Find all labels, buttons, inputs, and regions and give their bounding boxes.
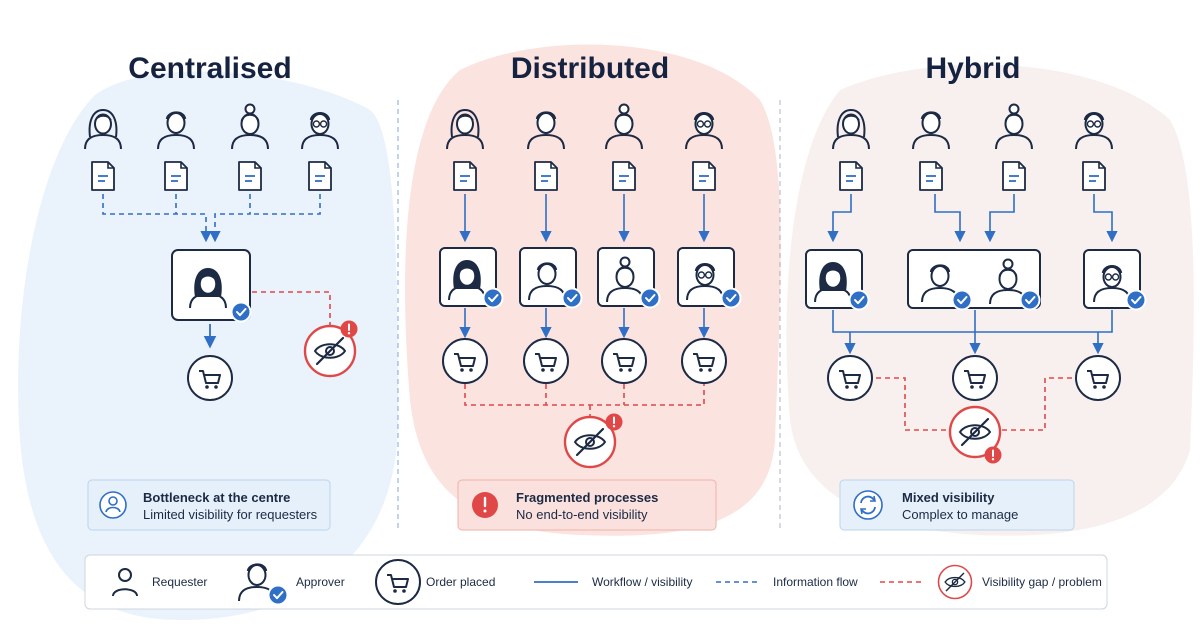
legend-label-workflow: Workflow / visibility — [592, 575, 693, 589]
order-placed-icon — [952, 355, 998, 401]
user-circle-icon — [99, 491, 127, 519]
visibility-gap-line — [252, 291, 331, 326]
request-document-icon — [308, 161, 332, 191]
request-document-icon — [238, 161, 262, 191]
information-flow-lines — [102, 194, 321, 243]
legend-label-requester: Requester — [152, 575, 208, 589]
alert-icon — [472, 492, 498, 518]
approved-check-icon — [230, 301, 252, 323]
approved-check-icon — [848, 289, 870, 311]
approved-check-icon — [482, 287, 504, 309]
order-placed-icon — [827, 355, 873, 401]
request-document-icon — [692, 161, 716, 191]
legend-approved-check-icon — [267, 584, 289, 606]
background-blob-distributed — [405, 44, 781, 536]
warning-icon — [604, 412, 624, 432]
request-document-icon — [164, 161, 188, 191]
section-title-distributed: Distributed — [510, 52, 670, 85]
approved-check-icon — [951, 289, 973, 311]
legend-box — [84, 554, 1108, 610]
order-placed-icon — [442, 338, 488, 384]
info-sub-hybrid: Complex to manage — [902, 507, 1019, 522]
section-title-hybrid: Hybrid — [925, 52, 1021, 85]
approved-check-icon — [561, 287, 583, 309]
info-sub-distributed: No end-to-end visibility — [516, 507, 648, 522]
request-document-icon — [919, 161, 943, 191]
order-placed-icon — [187, 355, 233, 401]
section-title-centralised: Centralised — [128, 52, 292, 85]
legend-visibility-gap-icon — [937, 564, 973, 600]
workflow-lines — [459, 194, 710, 339]
legend-label-approver: Approver — [296, 575, 345, 589]
info-box-centralised — [87, 479, 331, 531]
refresh-cycle-icon — [853, 490, 883, 520]
order-placed-icon — [1075, 355, 1121, 401]
approved-check-icon — [1125, 289, 1147, 311]
info-title-centralised: Bottleneck at the centre — [143, 490, 291, 505]
legend-requester-icon — [112, 568, 138, 597]
warning-icon — [339, 319, 359, 339]
approved-check-icon — [639, 287, 661, 309]
legend-label-visibility-gap: Visibility gap / problem — [982, 575, 1102, 589]
order-placed-icon — [601, 338, 647, 384]
request-document-icon — [1082, 161, 1106, 191]
request-document-icon — [453, 161, 477, 191]
request-document-icon — [534, 161, 558, 191]
info-sub-centralised: Limited visibility for requesters — [143, 507, 318, 522]
request-document-icon — [1002, 161, 1026, 191]
visibility-gap-line — [464, 384, 705, 418]
order-placed-icon — [681, 338, 727, 384]
info-box-hybrid — [839, 479, 1075, 531]
warning-icon — [983, 445, 1003, 465]
info-title-distributed: Fragmented processes — [516, 490, 659, 505]
info-title-hybrid: Mixed visibility — [902, 490, 995, 505]
visibility-gap-line — [876, 377, 1072, 431]
legend-label-order-placed: Order placed — [426, 575, 496, 589]
order-placed-icon — [523, 338, 569, 384]
request-document-icon — [839, 161, 863, 191]
request-document-icon — [91, 161, 115, 191]
request-document-icon — [612, 161, 636, 191]
workflow-lines — [827, 194, 1118, 355]
approved-check-icon — [1019, 289, 1041, 311]
legend-order-placed-icon — [375, 559, 421, 605]
approved-check-icon — [720, 287, 742, 309]
info-box-distributed — [457, 479, 717, 531]
legend-label-information-flow: Information flow — [773, 575, 858, 589]
